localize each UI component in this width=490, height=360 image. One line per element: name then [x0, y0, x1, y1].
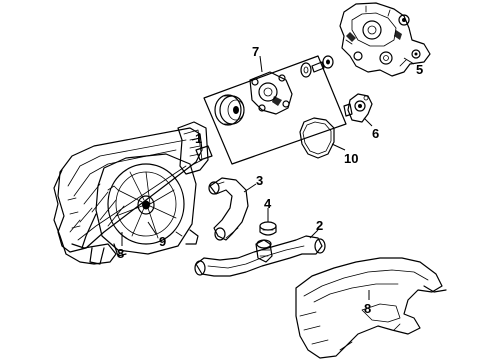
callout-3: 3	[256, 173, 263, 188]
radiator-and-fan-assembly	[53, 121, 213, 265]
upper-radiator-hose-part-3	[208, 177, 249, 241]
leader-lines	[121, 55, 415, 300]
radiator-cap-part-4	[259, 221, 277, 236]
callout-8-left: 8	[117, 246, 124, 261]
lower-radiator-hose-part-2	[194, 235, 326, 277]
thermostat-gasket-part-10	[299, 117, 335, 159]
callouts: 7 5 6 10 1 3 4 2 8 9 8	[117, 44, 423, 316]
callout-1: 1	[195, 131, 202, 146]
water-pump-assembly-part-7	[203, 55, 347, 165]
callout-6: 6	[372, 126, 379, 141]
callout-2: 2	[316, 218, 323, 233]
callout-7: 7	[252, 44, 259, 59]
callout-5: 5	[416, 62, 423, 77]
callout-10: 10	[344, 151, 358, 166]
water-pump-housing-part-5	[339, 2, 431, 77]
callout-4: 4	[264, 196, 272, 211]
callout-8-right: 8	[364, 301, 371, 316]
callout-9: 9	[159, 234, 166, 249]
splash-shield-part-8	[295, 257, 447, 359]
thermostat-housing-part-6	[343, 93, 373, 123]
